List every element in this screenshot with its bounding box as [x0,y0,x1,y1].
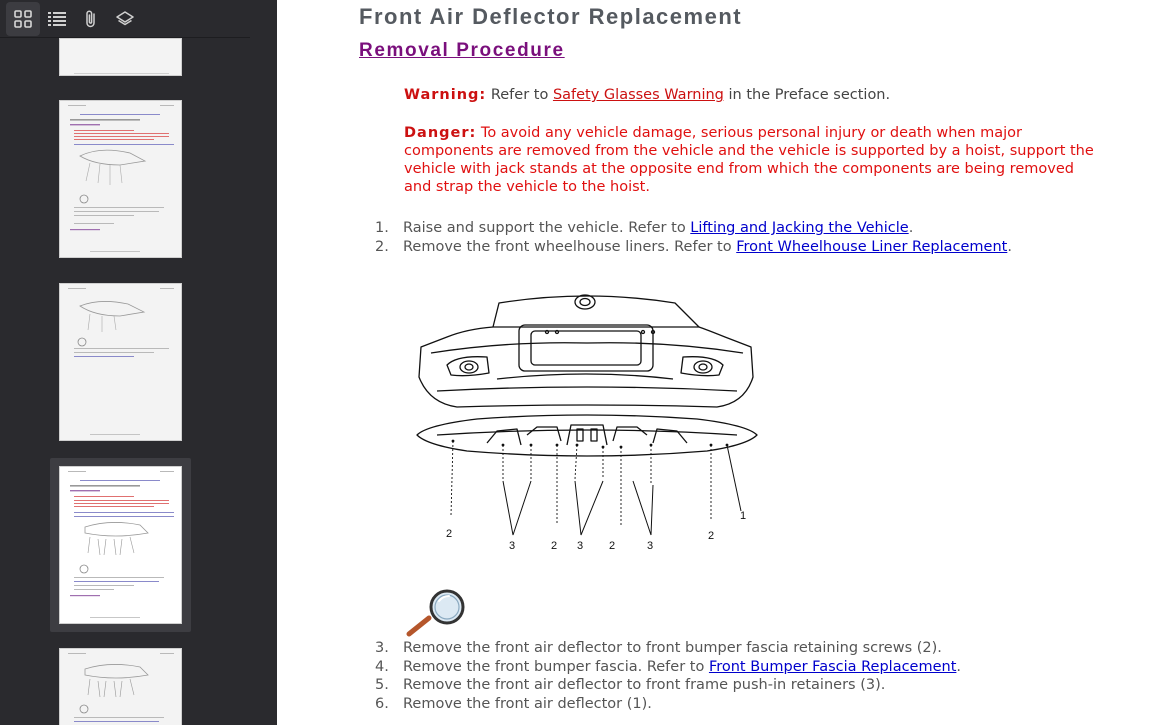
danger-label: Danger: [404,125,477,141]
callout-label: 3 [577,540,583,552]
step-item: 3. Remove the front air deflector to fron… [375,639,961,658]
step-item: 1. Raise and support the vehicle. Refer t… [375,219,1012,238]
procedure-heading: Removal Procedure [359,40,565,61]
step-number: 1. [375,220,389,236]
step-number: 2. [375,238,389,255]
page-thumbnail-selected[interactable] [59,466,182,624]
step-text-after: . [956,658,962,675]
step-text: Remove the front air deflector to front … [403,677,886,693]
step-text-after: . [908,220,914,236]
danger-text: To avoid any vehicle damage, serious per… [404,125,1094,195]
grid-icon [14,9,32,28]
layers-button[interactable] [108,2,142,36]
outline-button[interactable] [40,2,74,36]
step-number: 4. [375,658,389,675]
document-page: Front Air Deflector Replacement Removal … [277,0,1170,725]
callout-label: 2 [551,540,557,552]
layers-icon [116,10,134,25]
step-item: 2. Remove the front wheelhouse liners. Re… [375,238,1012,257]
safety-glasses-link[interactable]: Safety Glasses Warning [552,87,724,103]
step-item: 6. Remove the front air deflector (1). [375,695,961,714]
steps-list-1: 1. Raise and support the vehicle. Refer t… [375,219,1012,256]
step-item: 5. Remove the front air deflector to fron… [375,676,961,695]
step-text: Remove the front air deflector (1). [403,695,652,712]
attachments-button[interactable] [74,2,108,36]
page-title: Front Air Deflector Replacement [359,4,743,29]
step-number: 3. [375,640,389,656]
paperclip-icon [86,9,95,27]
callout-label: 3 [509,540,515,552]
warning-label: Warning: [404,87,487,103]
danger-notice: Danger: To avoid any vehicle damage, ser… [404,124,1104,196]
page-thumbnail[interactable] [59,283,182,441]
page-thumbnail[interactable] [59,100,182,258]
sidebar-toolbar [0,0,250,38]
page-thumbnail[interactable] [59,648,182,725]
step-text: Remove the front bumper fascia. Refer to [403,658,709,675]
step-number: 6. [375,695,389,712]
page-thumbnail[interactable] [59,38,182,76]
warning-notice: Warning: Refer to Safety Glasses Warning… [404,86,1104,104]
step-text: Remove the front air deflector to front … [403,640,942,656]
step-text-after: . [1007,238,1012,255]
callout-label: 2 [446,528,452,540]
callout-label: 1 [740,510,746,522]
lifting-jacking-link[interactable]: Lifting and Jacking the Vehicle [690,220,909,236]
step-number: 5. [375,677,389,693]
magnifier-icon[interactable] [403,588,473,640]
warning-text: Refer to [486,87,553,103]
warning-text-after: in the Preface section. [723,87,891,103]
step-text: Raise and support the vehicle. Refer to [403,220,691,236]
step-item: 4. Remove the front bumper fascia. Refer … [375,658,961,677]
thumbnail-list [0,38,250,725]
list-icon [48,11,66,26]
step-text: Remove the front wheelhouse liners. Refe… [403,238,737,255]
sidebar-splitter[interactable] [250,0,277,725]
callout-label: 3 [647,540,653,552]
thumbnail-sidebar [0,0,250,725]
callout-label: 2 [609,540,615,552]
air-deflector-illustration: 1 2 3 2 3 2 3 2 [416,294,758,552]
callout-label: 2 [708,530,714,542]
wheelhouse-liner-link[interactable]: Front Wheelhouse Liner Replacement [736,238,1008,255]
bumper-fascia-link[interactable]: Front Bumper Fascia Replacement [708,658,957,675]
steps-list-2: 3. Remove the front air deflector to fron… [375,639,961,713]
thumbnails-button[interactable] [6,1,40,36]
